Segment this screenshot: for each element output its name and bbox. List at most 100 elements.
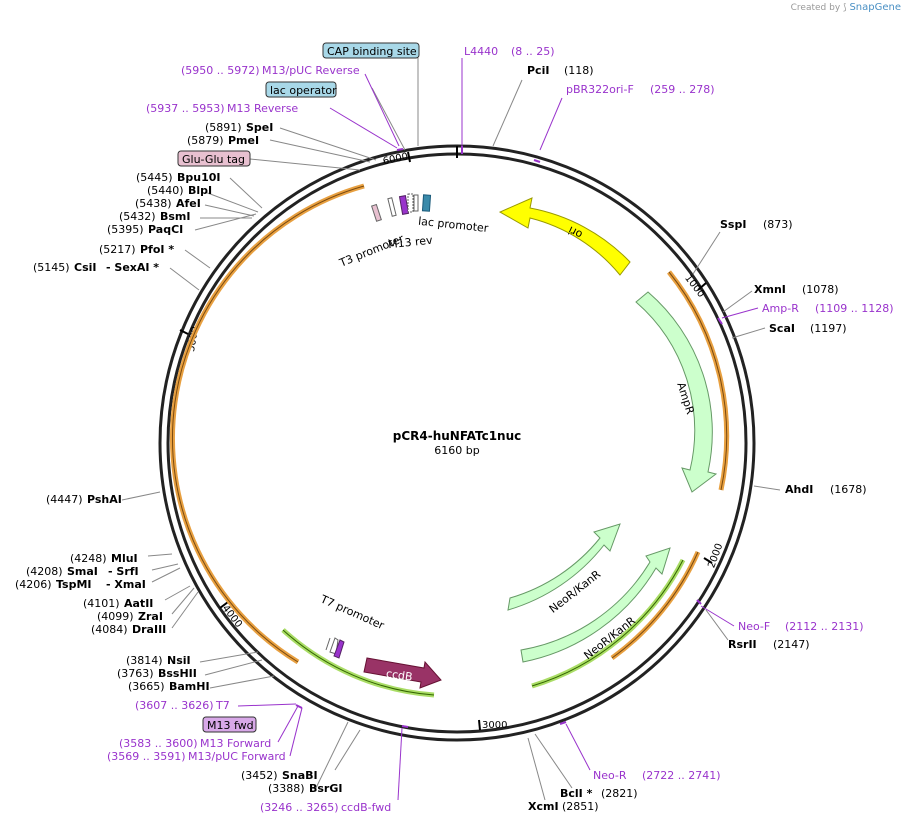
enzyme-name: XmnI: [754, 283, 786, 296]
enzyme-name: PciI: [527, 64, 549, 77]
tick-6000: 6000: [382, 151, 409, 167]
enzyme-name: RsrII: [728, 638, 757, 651]
enzyme-name: XcmI: [528, 800, 559, 813]
backbone: [158, 144, 756, 742]
credit: Created by ⟆ SnapGene: [791, 2, 901, 13]
enzyme-pos: (4248): [70, 552, 107, 565]
enzyme-labels: PciI (118) SspI (873) XmnI (1078) ScaI (…: [15, 64, 867, 813]
connector-lines: [121, 58, 781, 801]
enzyme-name: CsiI: [74, 261, 96, 274]
enzyme-name: Bpu10I: [177, 171, 221, 184]
neor-feature-2: NeoR/KanR: [520, 547, 671, 663]
primer-name: ccdB-fwd: [341, 801, 391, 814]
t7-promoter-label: T7 promoter: [318, 592, 387, 632]
primer-connector-lines: [237, 58, 759, 801]
enzyme-name: MluI: [111, 552, 138, 565]
enzyme-name: AhdI: [785, 483, 813, 496]
enzyme-pos: (873): [763, 218, 793, 231]
enzyme-pos: (4101): [83, 597, 120, 610]
enzyme-pos: (118): [564, 64, 594, 77]
enzyme-name: BsrGI: [309, 782, 342, 795]
primer-range: (3569 .. 3591): [107, 750, 186, 763]
tick-3000: 3000: [482, 720, 507, 731]
enzyme-pos: (5217): [99, 243, 136, 256]
ori-feature: ori: [498, 197, 631, 276]
primer-range: (3607 .. 3626): [135, 699, 214, 712]
primer-range: (3246 .. 3265): [260, 801, 339, 814]
primer-range: (2112 .. 2131): [785, 620, 864, 633]
primer-name: pBR322ori-F: [566, 83, 634, 96]
ampr-feature: AmpR: [635, 291, 718, 493]
enzyme-name: SspI: [720, 218, 746, 231]
cap-binding-site-box: [322, 42, 420, 59]
neor-feature-1: NeoR/KanR: [507, 523, 621, 616]
primer-labels: L4440 (8 .. 25) pBR322ori-F (259 .. 278)…: [107, 45, 894, 814]
primer-name: L4440: [464, 45, 498, 58]
enzyme-name: BclI *: [560, 787, 593, 800]
primer-name: M13 Forward: [200, 737, 271, 750]
enzyme-extra: - SexAI *: [106, 261, 159, 274]
boxed-feature-labels: CAP binding site lac operator Glu-Glu ta…: [177, 42, 420, 733]
ccdb-feature: ccdB: [363, 657, 442, 689]
primer-range: (8 .. 25): [511, 45, 555, 58]
enzyme-name: ScaI: [769, 322, 795, 335]
feature-arcs-outer: [169, 183, 730, 698]
enzyme-pos: (5432): [119, 210, 156, 223]
enzyme-name: ZraI: [138, 610, 163, 623]
enzyme-name: TspMI: [56, 578, 92, 591]
enzyme-name: SpeI: [246, 121, 273, 134]
primer-name: M13/pUC Reverse: [262, 64, 360, 77]
primer-range: (1109 .. 1128): [815, 302, 894, 315]
enzyme-name: PmeI: [228, 134, 259, 147]
enzyme-pos: (1197): [810, 322, 847, 335]
enzyme-pos: (3814): [126, 654, 163, 667]
enzyme-pos: (3763): [117, 667, 154, 680]
enzyme-pos: (4208): [26, 565, 63, 578]
primer-name: M13/pUC Forward: [188, 750, 286, 763]
primer-range: (259 .. 278): [650, 83, 715, 96]
enzyme-name: BamHI: [169, 680, 210, 693]
enzyme-name: NsiI: [167, 654, 191, 667]
primer-markers: [295, 146, 723, 728]
enzyme-name: BsmI: [160, 210, 191, 223]
enzyme-pos: (1678): [830, 483, 867, 496]
enzyme-extra: - SrfI: [108, 565, 139, 578]
lac-operator-label: lac operator: [270, 84, 337, 97]
primer-name: T7: [215, 699, 230, 712]
enzyme-name: AatII: [124, 597, 153, 610]
enzyme-name: PfoI *: [140, 243, 174, 256]
enzyme-pos: (5395): [107, 223, 144, 236]
primer-name: Amp-R: [762, 302, 799, 315]
primer-range: (2722 .. 2741): [642, 769, 721, 782]
enzyme-pos: (5891): [205, 121, 242, 134]
enzyme-pos: (4206): [15, 578, 52, 591]
enzyme-name: DraIII: [132, 623, 166, 636]
primer-name: Neo-R: [593, 769, 627, 782]
primer-range: (5937 .. 5953): [146, 102, 225, 115]
enzyme-name: SnaBI: [282, 769, 318, 782]
enzyme-pos: (2821): [601, 787, 638, 800]
enzyme-name: BlpI: [188, 184, 212, 197]
enzyme-pos: (2851): [562, 800, 599, 813]
enzyme-name: PshAI: [87, 493, 122, 506]
plasmid-length: 6160 bp: [434, 444, 479, 457]
enzyme-extra: - XmaI: [106, 578, 146, 591]
lac-operator-box: [265, 81, 337, 98]
lac-promoter-label: lac promoter: [418, 215, 490, 235]
plasmid-name: pCR4-huNFATc1nuc: [393, 429, 522, 443]
m13-rev-label: M13 rev: [387, 234, 433, 252]
glu-glu-tag-box: [177, 150, 251, 167]
enzyme-pos: (2147): [773, 638, 810, 651]
glu-glu-tag-label: Glu-Glu tag: [182, 153, 245, 166]
enzyme-name: PaqCI: [148, 223, 183, 236]
primer-name: Neo-F: [738, 620, 770, 633]
primer-range: (5950 .. 5972): [181, 64, 260, 77]
enzyme-pos: (5438): [135, 197, 172, 210]
enzyme-name: BssHII: [158, 667, 197, 680]
enzyme-pos: (5145): [33, 261, 70, 274]
credit-brand: SnapGene: [849, 2, 901, 13]
t7-promoter-feature: T7 promoter: [318, 592, 387, 659]
enzyme-pos: (5445): [136, 171, 173, 184]
enzyme-pos: (4099): [97, 610, 134, 623]
enzyme-pos: (1078): [802, 283, 839, 296]
